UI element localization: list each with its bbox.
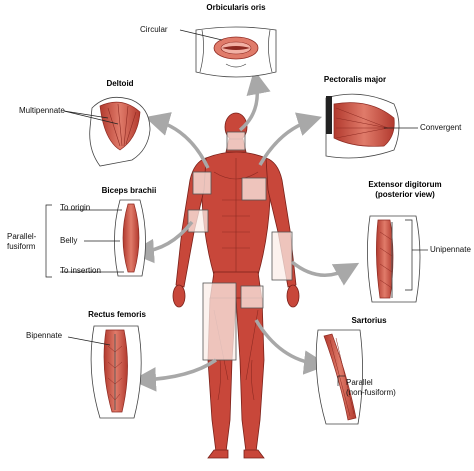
biceps-belly-label: Belly [60, 236, 78, 245]
sartorius-illustration [315, 329, 363, 425]
biceps-to-insertion-label: To insertion [60, 266, 101, 275]
orbicularis-title: Orbicularis oris [206, 3, 266, 12]
rectus-femoris-title: Rectus femoris [88, 310, 146, 319]
deltoid-illustration [63, 96, 151, 167]
biceps-type-line1: Parallel- [7, 232, 37, 241]
sartorius-type-line1: Parallel [346, 378, 373, 387]
deltoid-type-label: Multipennate [19, 106, 65, 115]
extensor-illustration [367, 215, 428, 303]
biceps-type-line2: fusiform [7, 242, 36, 251]
pectoralis-illustration [325, 93, 418, 159]
extensor-title-line2: (posterior view) [375, 190, 435, 199]
sartorius-type-line2: (non-fusiform) [346, 388, 396, 397]
extensor-type-label: Unipennate [430, 245, 471, 254]
orbicularis-illustration [179, 26, 277, 78]
deltoid-title: Deltoid [106, 79, 134, 88]
rectus-femoris-type-label: Bipennate [26, 331, 63, 340]
biceps-title: Biceps brachii [101, 186, 157, 195]
pectoralis-type-label: Convergent [420, 123, 462, 132]
biceps-to-origin-label: To origin [60, 203, 91, 212]
orbicularis-type-label: Circular [140, 25, 168, 34]
sartorius-title: Sartorius [351, 316, 387, 325]
pectoralis-title: Pectoralis major [323, 75, 387, 84]
body-highlight-boxes [187, 131, 293, 361]
body-muscle-lines [213, 158, 259, 401]
rectus-femoris-illustration [67, 325, 142, 419]
connector-arrows [129, 69, 360, 392]
extensor-title-line1: Extensor digitorum [368, 180, 442, 189]
biceps-illustration [45, 199, 146, 278]
